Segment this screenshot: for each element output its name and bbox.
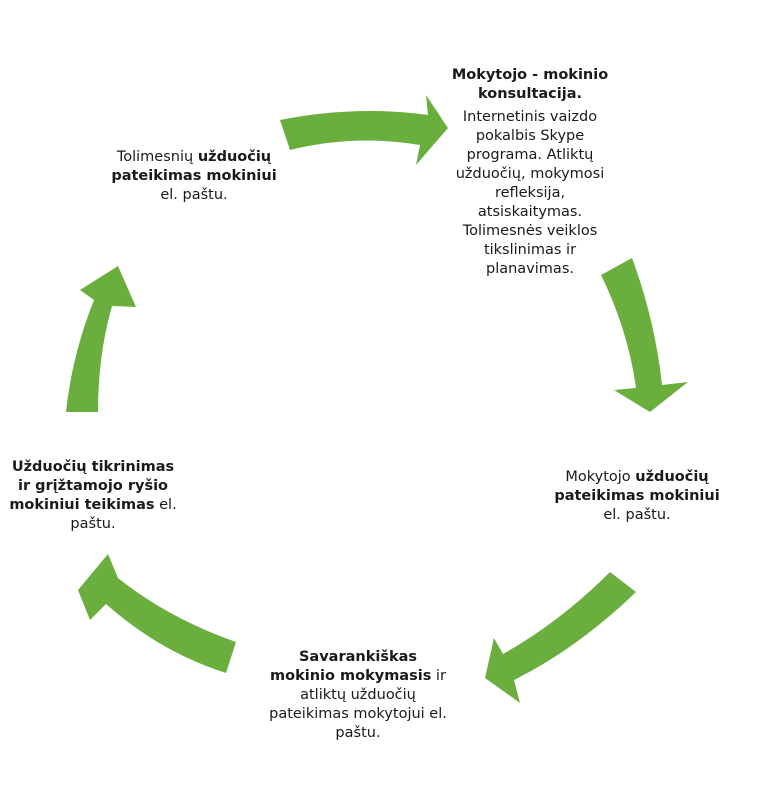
step-text: Mokytojo [565,469,636,485]
step-text-after: el. paštu. [70,497,177,532]
step-bold-text: Užduočių tikrinimas ir grįžtamojo ryšio … [9,459,175,513]
arrow-assignment-to-selflearning [485,572,636,703]
step-consultation: Mokytojo - mokinio konsultacija. Interne… [440,66,620,279]
arrow-selflearning-to-checking [78,554,236,673]
step-text-after: el. paštu. [160,187,228,203]
arrow-further-to-consultation [280,95,448,165]
step-bold-text: užduočių pateikimas mokiniui [111,149,277,184]
step-self-learning: Savarankiškas mokinio mokymasis ir atlik… [268,648,448,743]
arrow-checking-to-further [66,266,136,412]
step-checking-feedback: Užduočių tikrinimas ir grįžtamojo ryšio … [4,458,182,534]
step-body: Internetinis vaizdo pokalbis Skype progr… [455,109,605,277]
step-further-assignment: Tolimesnių užduočių pateikimas mokiniui … [106,148,282,205]
step-text-after: ir atliktų užduočių pateikimas mokytojui… [269,668,447,741]
step-bold-text: užduočių pateikimas mokiniui [554,469,720,504]
step-bold-text: Savarankiškas mokinio mokymasis [270,649,432,684]
step-text-after: el. paštu. [603,507,671,523]
step-title: Mokytojo - mokinio konsultacija. [451,67,609,102]
step-teacher-assignment: Mokytojo užduočių pateikimas mokiniui el… [548,468,726,525]
arrow-consultation-to-assignment [601,258,688,412]
step-text: Tolimesnių [116,149,198,165]
